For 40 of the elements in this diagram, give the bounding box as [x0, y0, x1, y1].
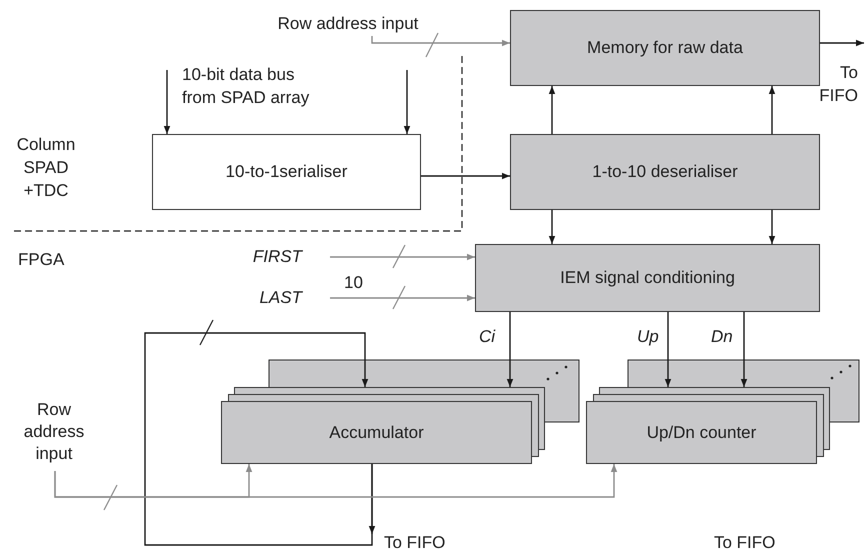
arrow	[768, 210, 776, 244]
arrow	[664, 312, 672, 387]
text-label: FPGA	[18, 249, 66, 271]
arrow	[820, 40, 864, 46]
arrow	[404, 70, 410, 134]
signal-label: LAST	[259, 287, 302, 310]
arrow	[371, 36, 510, 46]
arrow	[548, 86, 556, 134]
edge-label: Up	[636, 328, 660, 345]
arrow	[144, 332, 373, 546]
process-box	[475, 244, 820, 312]
process-box	[510, 10, 820, 86]
text-label: Column SPAD +TDC	[16, 134, 76, 202]
arrow	[421, 172, 510, 180]
signal-label: FIRST	[252, 246, 302, 268]
edge-label: Dn	[710, 328, 734, 345]
box-label: Up/Dn counter	[646, 422, 756, 444]
arrow	[506, 312, 514, 387]
arrow	[330, 254, 475, 260]
box-label: IEM signal conditioning	[560, 267, 735, 290]
box-label: Accumulator	[329, 422, 424, 444]
arrow	[740, 312, 748, 387]
signal-label: Row address input	[278, 12, 418, 35]
arrow	[54, 464, 618, 498]
arrow	[164, 70, 170, 134]
box-label: Memory for raw data	[587, 37, 743, 60]
text-label: 10	[344, 272, 364, 294]
arrow	[548, 210, 556, 244]
arrow	[768, 86, 776, 134]
box-label: 1-to-10 deserialiser	[592, 161, 738, 184]
output-label: To FIFO	[714, 532, 776, 552]
box-label: 10-to-1serialiser	[226, 161, 348, 184]
process-box	[152, 134, 421, 210]
arrow	[330, 294, 475, 302]
signal-label: Row address input	[22, 398, 86, 466]
text-label: To FIFO	[818, 62, 858, 107]
edge-label: Ci	[478, 328, 496, 345]
text-label: 10-bit data bus from SPAD array	[182, 64, 310, 109]
process-box	[510, 134, 820, 210]
output-label: To FIFO	[384, 532, 446, 552]
